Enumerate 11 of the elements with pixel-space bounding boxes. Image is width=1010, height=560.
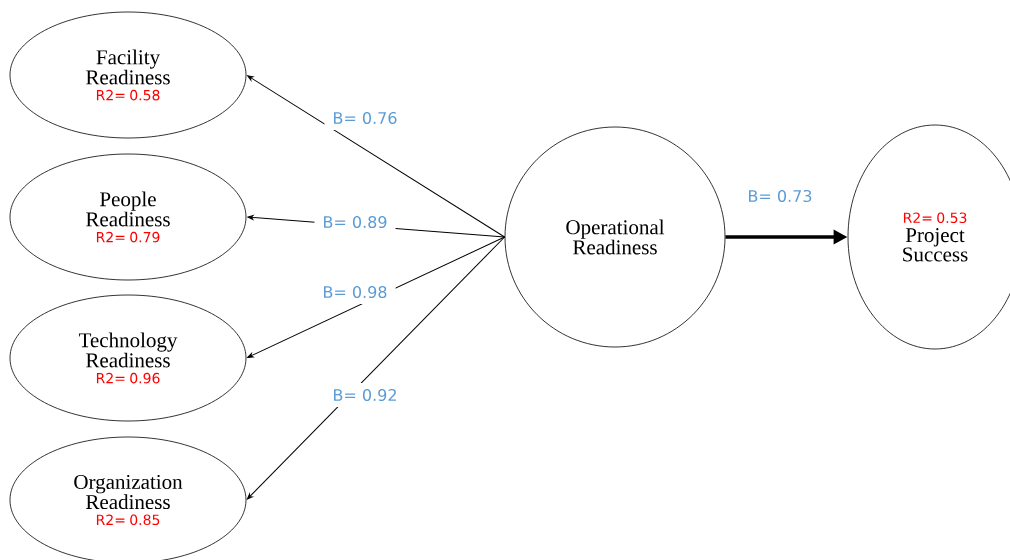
edge-label: B= 0.76	[324, 105, 406, 131]
edge-label: B= 0.73	[739, 183, 821, 209]
arrow	[246, 236, 506, 500]
arrow	[247, 75, 506, 238]
ellipse-node: People Readiness R2= 0.79	[9, 153, 247, 281]
circle-node: Operational Readiness	[504, 126, 726, 348]
ellipse-node: Facility Readiness R2= 0.58	[9, 11, 247, 139]
edge-label: B= 0.98	[314, 279, 396, 305]
edge-label: B= 0.89	[314, 209, 396, 235]
edge-label: B= 0.92	[324, 382, 406, 408]
ellipse-node: Technology Readiness R2= 0.96	[9, 294, 247, 422]
